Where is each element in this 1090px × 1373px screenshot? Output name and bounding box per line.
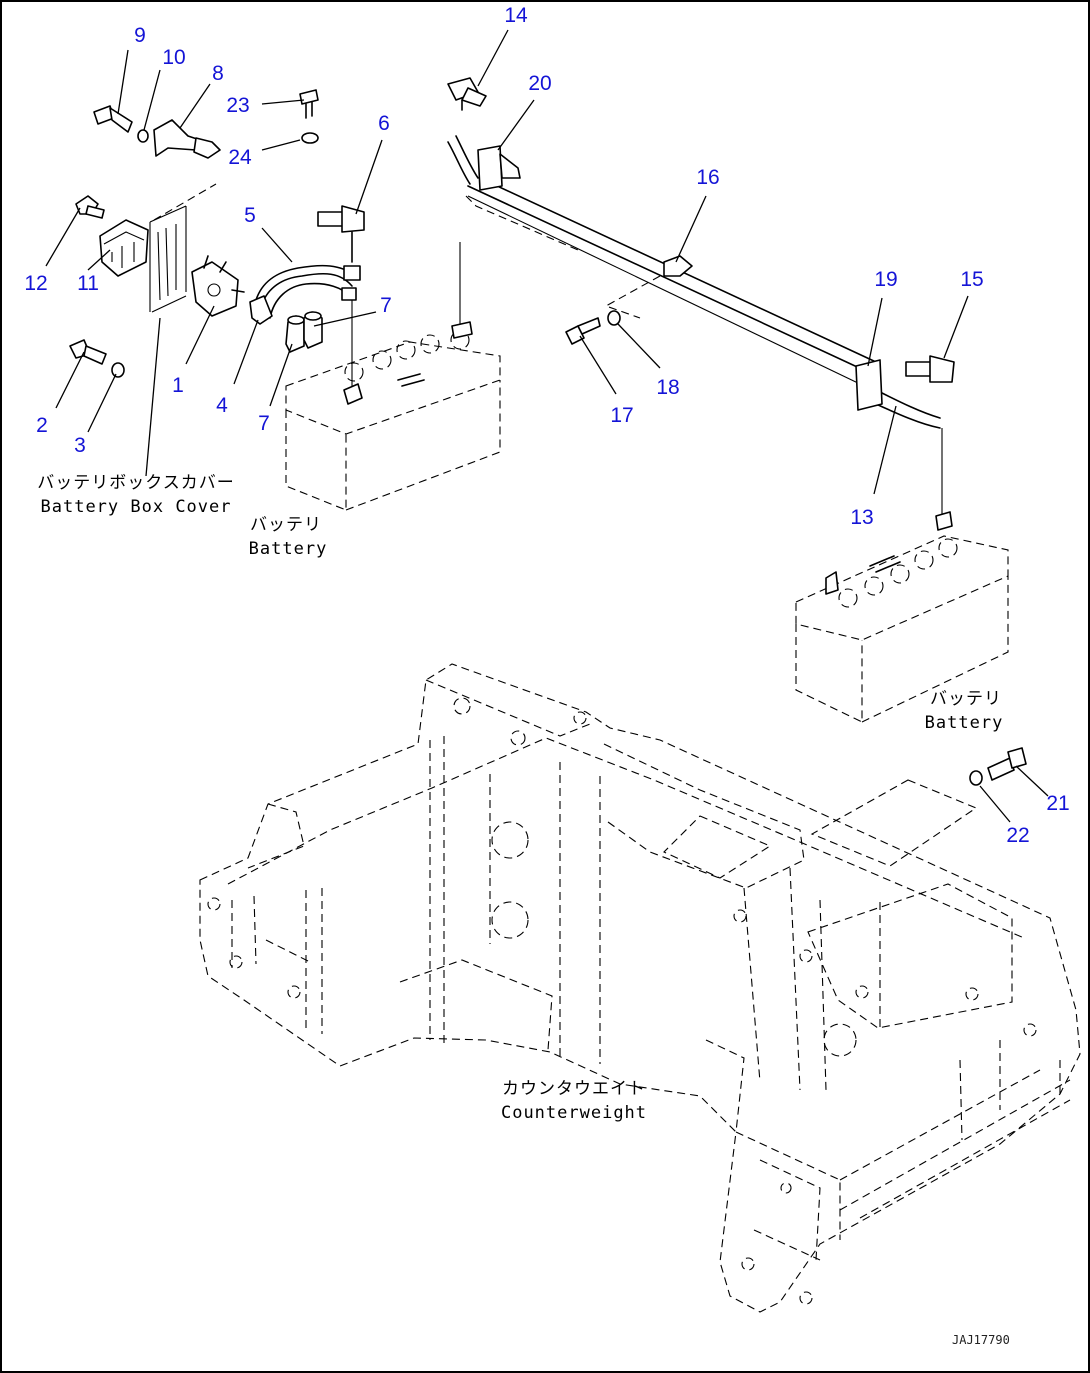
callout-18: 18 (656, 376, 679, 399)
leader-18 (617, 323, 661, 369)
part-11-bracket (99, 219, 149, 277)
callout-16: 16 (696, 166, 719, 189)
battery-right (795, 511, 1009, 723)
part-1-battery-relay (191, 255, 245, 317)
part-13-cable-bar (447, 135, 943, 516)
part-8-bracket (153, 119, 221, 159)
leader-7b (269, 343, 293, 407)
callout-20: 20 (528, 72, 551, 95)
part-19-clamp (855, 359, 883, 411)
callout-15: 15 (960, 268, 983, 291)
leader-1 (185, 305, 215, 365)
leader-20 (497, 99, 535, 151)
counterweight (199, 663, 1081, 1313)
leader-14 (477, 29, 509, 87)
callout-24: 24 (228, 146, 252, 169)
leader-21 (1015, 765, 1049, 797)
battery-box-cover-strip (149, 183, 217, 313)
leader-15 (943, 295, 969, 359)
leader-24 (261, 139, 301, 151)
part-17-bolt (565, 317, 601, 345)
callout-4: 4 (216, 394, 228, 417)
leader-22 (979, 785, 1011, 823)
caption-battery-box-cover-en: Battery Box Cover (41, 497, 232, 517)
dashed-mount-path (465, 195, 579, 251)
drawing-number: JAJ17790 (952, 1333, 1010, 1347)
callout-17: 17 (610, 404, 633, 427)
caption-battery-left-jp: バッテリ (250, 515, 322, 535)
leader-bbc (145, 317, 161, 477)
callout-11: 11 (77, 272, 99, 295)
callout-7a: 7 (380, 294, 392, 317)
part-6-terminal (317, 205, 365, 263)
callout-5: 5 (244, 204, 256, 227)
part-12-screw (75, 195, 105, 219)
dashed-plate (810, 779, 978, 867)
part-24-washer (301, 132, 319, 144)
leader-23 (261, 99, 305, 105)
leader-13 (873, 405, 897, 495)
caption-counterweight-en: Counterweight (501, 1103, 647, 1123)
leader-11 (87, 249, 111, 271)
caption-counterweight-jp: カウンタウエイト (502, 1079, 646, 1099)
leader-10 (143, 69, 161, 131)
leader-6 (355, 139, 383, 215)
part-23-bolt (299, 89, 319, 119)
battery-left (285, 242, 501, 511)
part-7-terminal-caps (285, 311, 323, 353)
callout-6: 6 (378, 112, 390, 135)
callout-8: 8 (212, 62, 224, 85)
part-18-washer (607, 310, 621, 326)
callout-1: 1 (172, 374, 184, 397)
leader-16 (675, 195, 707, 263)
leader-5 (261, 227, 293, 263)
callout-19: 19 (874, 268, 897, 291)
part-16-clip (604, 255, 693, 319)
caption-battery-right-en: Battery (925, 713, 1004, 733)
part-10-washer (137, 129, 149, 143)
leader-17 (579, 335, 617, 395)
callout-7b: 7 (258, 412, 270, 435)
leader-lines (45, 29, 1049, 823)
callout-9: 9 (134, 24, 146, 47)
callout-13: 13 (850, 506, 873, 529)
leader-7a (313, 311, 377, 327)
part-15-terminal (905, 355, 955, 383)
callout-3: 3 (74, 434, 86, 457)
leader-19 (867, 297, 883, 367)
callout-23: 23 (226, 94, 249, 117)
part-9-bolt (93, 105, 133, 133)
leader-8 (179, 83, 211, 129)
part-20-clamp (477, 145, 521, 191)
callout-labels: 9 10 8 23 24 6 5 12 11 7 1 4 7 2 3 14 20… (24, 4, 1069, 847)
callout-10: 10 (162, 46, 185, 69)
leader-9 (117, 49, 129, 115)
leader-4 (233, 319, 259, 385)
part-21-bolt (987, 747, 1027, 781)
callout-21: 21 (1046, 792, 1069, 815)
callout-22: 22 (1006, 824, 1029, 847)
callout-14: 14 (504, 4, 528, 27)
caption-battery-box-cover-jp: バッテリボックスカバー (37, 473, 235, 493)
part-2-bolt (69, 339, 107, 365)
leader-2 (55, 351, 85, 409)
part-22-washer (969, 770, 983, 786)
caption-battery-left-en: Battery (249, 539, 328, 559)
leader-3 (87, 373, 117, 433)
callout-12: 12 (24, 272, 47, 295)
captions: バッテリボックスカバー Battery Box Cover バッテリ Batte… (37, 473, 1010, 1347)
part-3-washer (111, 362, 125, 378)
part-5-cable (249, 264, 361, 325)
caption-battery-right-jp: バッテリ (930, 689, 1002, 709)
leader-12 (45, 207, 81, 267)
callout-2: 2 (36, 414, 48, 437)
part-14-clip (447, 77, 487, 111)
